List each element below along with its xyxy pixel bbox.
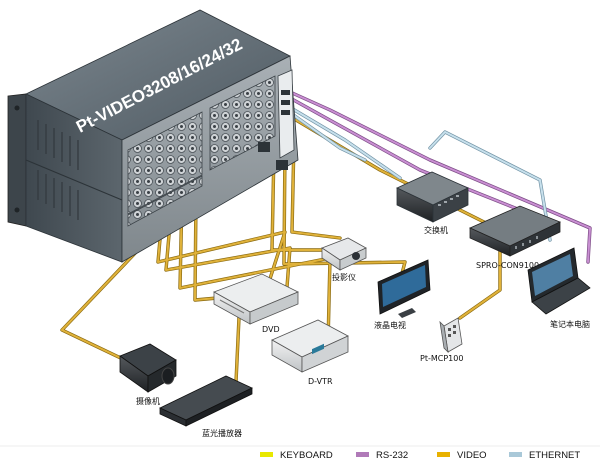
- projector: 投影仪: [321, 237, 367, 282]
- bluray-label: 蓝光播放器: [202, 428, 242, 438]
- legend-item-rs232: RS-232: [356, 450, 408, 461]
- matrix-switcher: Pt-VIDEO3208/16/24/32: [7, 9, 299, 263]
- ethernet-cables: [289, 106, 552, 242]
- legend-swatch-ethernet: [509, 452, 522, 457]
- camera-label: 摄像机: [136, 396, 160, 406]
- legend-swatch-keyboard: [260, 452, 273, 457]
- video-camera: 摄像机: [119, 343, 177, 406]
- legend-label-video: VIDEO: [457, 450, 487, 461]
- legend-item-keyboard: KEYBOARD: [260, 450, 333, 461]
- spro-label: SPRO-CON9100: [476, 261, 539, 270]
- legend-item-video: VIDEO: [437, 450, 487, 461]
- dvtr-deck: D-VTR: [271, 319, 349, 386]
- rs232-cables: [288, 90, 592, 264]
- switch-label: 交换机: [424, 225, 448, 235]
- legend-swatch-video: [437, 452, 450, 457]
- legend-swatch-rs232: [356, 452, 369, 457]
- mcp-panel: Pt-MCP100: [420, 317, 463, 363]
- legend-label-rs232: RS-232: [376, 450, 408, 461]
- legend: KEYBOARD RS-232 VIDEO ETHERNET: [0, 445, 600, 461]
- projector-label: 投影仪: [332, 272, 356, 282]
- network-switch: 交换机: [396, 171, 469, 235]
- bluray-player: 蓝光播放器: [159, 375, 253, 438]
- dvtr-label: D-VTR: [308, 377, 333, 386]
- spro-controller: SPRO-CON9100: [469, 205, 561, 270]
- legend-label-ethernet: ETHERNET: [529, 450, 580, 461]
- legend-label-keyboard: KEYBOARD: [280, 450, 333, 461]
- laptop-label: 笔记本电脑: [550, 319, 590, 329]
- lcd-tv: 液晶电视: [374, 259, 431, 330]
- lcd-label: 液晶电视: [374, 320, 406, 330]
- laptop: 笔记本电脑: [527, 247, 591, 329]
- dvd-player: DVD: [213, 273, 299, 334]
- legend-item-ethernet: ETHERNET: [509, 450, 580, 461]
- dvd-label: DVD: [262, 325, 280, 334]
- mcp-label: Pt-MCP100: [420, 354, 463, 363]
